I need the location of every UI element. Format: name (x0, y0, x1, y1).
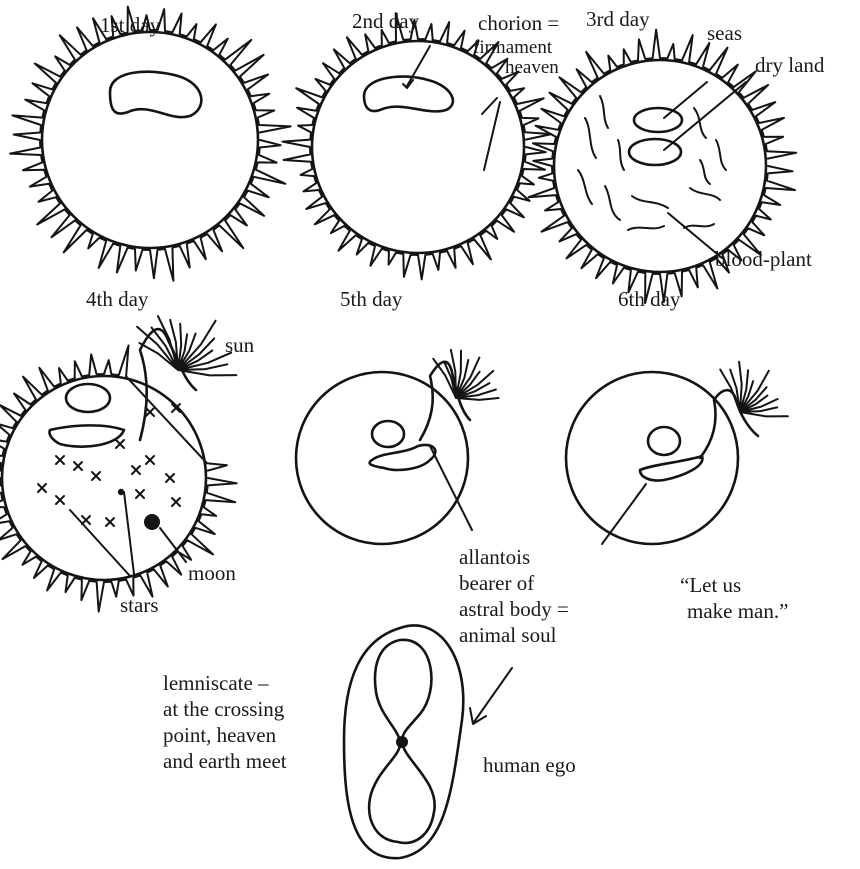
blood-plant-pointer-line (668, 213, 722, 258)
chorion-label-line1: chorion = (478, 11, 559, 35)
day1-label: 1st day (100, 13, 161, 37)
star-cross (106, 518, 114, 526)
star-cross (82, 516, 90, 524)
star-cross (38, 484, 46, 492)
allantois-label-line1: allantois (459, 545, 530, 569)
day3-label: 3rd day (586, 7, 650, 31)
lemniscate-crossing-point (396, 736, 408, 748)
star-cross (146, 456, 154, 464)
lemniscate-label-line2: at the crossing (163, 697, 285, 721)
day4-lower-vesicle (49, 425, 124, 446)
star-cross (172, 498, 180, 506)
day5-figure (296, 350, 499, 544)
seas-pointer-line (664, 82, 707, 118)
chorion-label-line3: heaven (505, 57, 559, 78)
stars-pointer-line-2 (70, 510, 130, 576)
day1-circle (42, 32, 258, 248)
day6-pointer-line (602, 484, 646, 544)
star-cross (56, 456, 64, 464)
star-cross (74, 462, 82, 470)
stars-label: stars (120, 593, 159, 617)
blood-plant-label: blood-plant (715, 247, 812, 271)
day5-label: 5th day (340, 287, 403, 311)
day1-germ-disc (110, 72, 201, 117)
star-cross (166, 474, 174, 482)
let-us-label-line2: make man.” (687, 599, 788, 623)
day2-label: 2nd day (352, 9, 420, 33)
lemniscate-label-line1: lemniscate – (163, 671, 269, 695)
day6-label: 6th day (618, 287, 681, 311)
moon-dot (144, 514, 160, 530)
lemniscate-label-line3: point, heaven (163, 723, 277, 747)
seas-label: seas (707, 21, 742, 45)
lemniscate-arrow (474, 668, 512, 722)
allantois-label-line4: animal soul (459, 623, 557, 647)
stars-pointer-line-1 (124, 492, 134, 574)
chorion-arrow-2 (484, 102, 500, 170)
day4-label: 4th day (86, 287, 149, 311)
allantois-label-line2: bearer of (459, 571, 534, 595)
day6-upper-vesicle (648, 427, 680, 455)
day4-sun-rays (137, 316, 236, 375)
day1-figure (10, 7, 291, 281)
day6-figure (566, 362, 788, 544)
star-cross (146, 408, 154, 416)
star-cross (92, 472, 100, 480)
moon-label: moon (188, 561, 236, 585)
day6-rays (720, 362, 788, 417)
dry-land-pointer-line (664, 82, 746, 150)
day3-seas-shape (634, 108, 682, 132)
day2-circle (312, 41, 524, 253)
day6-circle (566, 372, 738, 544)
day4-sun-stalk (140, 329, 196, 440)
dry-land-label: dry land (755, 53, 825, 77)
human-ego-label: human ego (483, 753, 576, 777)
day5-rays (433, 350, 498, 400)
lemniscate-figure (344, 625, 512, 858)
star-cross (116, 440, 124, 448)
day1-spiky-corona (10, 7, 291, 281)
lemniscate-label-line4: and earth meet (163, 749, 287, 773)
chorion-arrow-1 (482, 98, 497, 114)
star-cross (136, 490, 144, 498)
star-cross (132, 466, 140, 474)
day4-upper-vesicle (66, 384, 110, 412)
day6-lower-vesicle (640, 456, 702, 481)
allantois-pointer-line (430, 446, 472, 530)
allantois-label-line3: astral body = (459, 597, 569, 621)
day5-allantois (370, 445, 436, 470)
chorion-label-line2: firmament (473, 37, 553, 58)
day5-circle (296, 372, 468, 544)
day4-star-crosses (38, 404, 180, 526)
let-us-label-line1: “Let us (680, 573, 741, 597)
sun-label: sun (225, 333, 255, 357)
star-cross (56, 496, 64, 504)
day5-upper-vesicle (372, 421, 404, 447)
